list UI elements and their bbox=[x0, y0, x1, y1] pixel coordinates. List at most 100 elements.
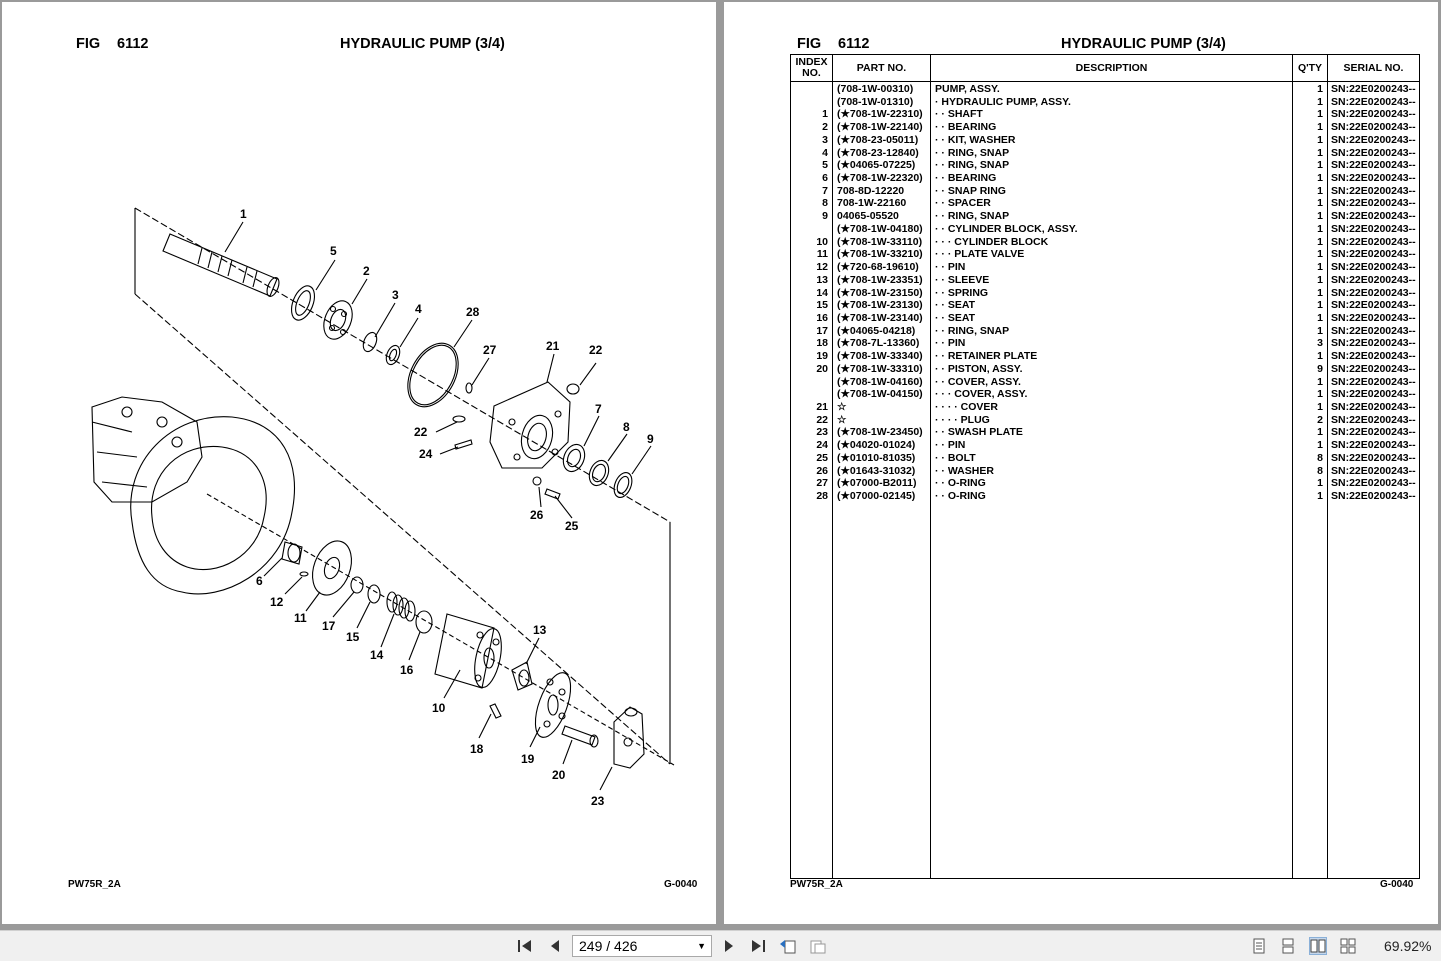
cell-part-no: (★708-1W-23450) bbox=[837, 426, 923, 439]
continuous-view-icon[interactable] bbox=[1280, 938, 1296, 954]
cell-part-no: (★720-68-19610) bbox=[837, 261, 919, 274]
callout-9: 9 bbox=[647, 432, 654, 446]
zoom-level[interactable]: 69.92% bbox=[1384, 938, 1432, 954]
cell-description: · · RETAINER PLATE bbox=[935, 350, 1038, 363]
cell-serial-no: SN:22E0200243-- bbox=[1331, 451, 1416, 464]
next-view-icon[interactable] bbox=[808, 936, 828, 956]
next-page-icon[interactable] bbox=[719, 936, 739, 956]
cell-serial-no: SN:22E0200243-- bbox=[1331, 426, 1416, 439]
header-part-no: PART NO. bbox=[856, 61, 907, 74]
cell-description: · · PIN bbox=[935, 439, 966, 452]
cell-description: · · SPACER bbox=[935, 197, 991, 210]
cell-serial-no: SN:22E0200243-- bbox=[1331, 439, 1416, 452]
cell-qty: 1 bbox=[1317, 350, 1323, 363]
cell-qty: 3 bbox=[1317, 337, 1323, 350]
cell-qty: 1 bbox=[1317, 222, 1323, 235]
callout-3: 3 bbox=[392, 288, 399, 302]
cell-description: · · BEARING bbox=[935, 172, 997, 185]
callout-21: 21 bbox=[546, 339, 560, 353]
cell-description: · · COVER, ASSY. bbox=[935, 375, 1021, 388]
cell-part-no: ☆ bbox=[837, 413, 847, 426]
callout-12: 12 bbox=[270, 595, 284, 609]
cell-description: · · · COVER, ASSY. bbox=[935, 388, 1028, 401]
cell-qty: 1 bbox=[1317, 299, 1323, 312]
cell-description: · · PIN bbox=[935, 261, 966, 274]
cell-qty: 1 bbox=[1317, 235, 1323, 248]
cell-index: 1 bbox=[822, 108, 828, 121]
cell-serial-no: SN:22E0200243-- bbox=[1331, 299, 1416, 312]
cell-index: 24 bbox=[816, 439, 828, 452]
callout-15: 15 bbox=[346, 630, 360, 644]
cell-description: · · O-RING bbox=[935, 477, 986, 490]
previous-view-icon[interactable] bbox=[778, 936, 798, 956]
cell-description: · · PISTON, ASSY. bbox=[935, 362, 1023, 375]
cell-index: 17 bbox=[816, 324, 828, 337]
cell-serial-no: SN:22E0200243-- bbox=[1331, 273, 1416, 286]
left-page: FIG 6112 HYDRAULIC PUMP (3/4) bbox=[2, 2, 716, 924]
two-page-continuous-view-icon[interactable] bbox=[1340, 938, 1356, 954]
cell-part-no: (★708-1W-23351) bbox=[837, 273, 923, 286]
callout-8: 8 bbox=[623, 420, 630, 434]
fig-label: FIG bbox=[797, 36, 822, 52]
cell-part-no: (★708-1W-04150) bbox=[837, 388, 923, 401]
cell-serial-no: SN:22E0200243-- bbox=[1331, 261, 1416, 274]
cell-index: 6 bbox=[822, 172, 828, 185]
cell-part-no: (708-1W-00310) bbox=[837, 83, 914, 95]
cell-index: 3 bbox=[822, 133, 828, 146]
callout-23: 23 bbox=[591, 794, 605, 808]
callout-24: 24 bbox=[419, 447, 433, 461]
cell-qty: 1 bbox=[1317, 121, 1323, 134]
exploded-parts-drawing bbox=[91, 207, 675, 791]
cell-serial-no: SN:22E0200243-- bbox=[1331, 210, 1416, 223]
cell-description: · · · · PLUG bbox=[935, 413, 990, 426]
cell-qty: 1 bbox=[1317, 286, 1323, 299]
first-page-icon[interactable] bbox=[515, 936, 535, 956]
footer-code: G-0040 bbox=[664, 879, 698, 890]
prev-page-icon[interactable] bbox=[545, 936, 565, 956]
cell-qty: 1 bbox=[1317, 184, 1323, 197]
cell-index: 21 bbox=[816, 401, 828, 413]
cell-part-no: (★01010-81035) bbox=[837, 451, 916, 464]
cell-serial-no: SN:22E0200243-- bbox=[1331, 248, 1416, 261]
callout-19: 19 bbox=[521, 752, 535, 766]
cell-index: 26 bbox=[816, 464, 828, 477]
single-page-view-icon[interactable] bbox=[1251, 938, 1267, 954]
cell-index: 19 bbox=[816, 350, 828, 363]
callout-10: 10 bbox=[432, 701, 446, 715]
cell-qty: 8 bbox=[1317, 464, 1323, 477]
cell-part-no: (★04065-04218) bbox=[837, 324, 916, 337]
cell-qty: 1 bbox=[1317, 210, 1323, 223]
cell-qty: 1 bbox=[1317, 83, 1323, 95]
page-number-select[interactable]: 249 / 426 ▼ bbox=[572, 935, 712, 957]
cell-serial-no: SN:22E0200243-- bbox=[1331, 235, 1416, 248]
cell-qty: 8 bbox=[1317, 451, 1323, 464]
cell-serial-no: SN:22E0200243-- bbox=[1331, 477, 1416, 490]
table-row: (★708-1W-04180)· · CYLINDER BLOCK, ASSY.… bbox=[791, 223, 1419, 236]
two-page-view-icon[interactable] bbox=[1309, 937, 1327, 955]
cell-qty: 1 bbox=[1317, 197, 1323, 210]
cell-serial-no: SN:22E0200243-- bbox=[1331, 95, 1416, 108]
cell-description: · · RING, SNAP bbox=[935, 159, 1010, 172]
last-page-icon[interactable] bbox=[748, 936, 768, 956]
cell-qty: 1 bbox=[1317, 273, 1323, 286]
cell-part-no: (★708-1W-33110) bbox=[837, 235, 923, 248]
callout-17: 17 bbox=[322, 619, 336, 633]
cell-part-no: (★04065-07225) bbox=[837, 159, 916, 172]
fig-label: FIG bbox=[76, 36, 101, 52]
right-page: FIG 6112 HYDRAULIC PUMP (3/4) INDEX NO. … bbox=[724, 2, 1438, 924]
